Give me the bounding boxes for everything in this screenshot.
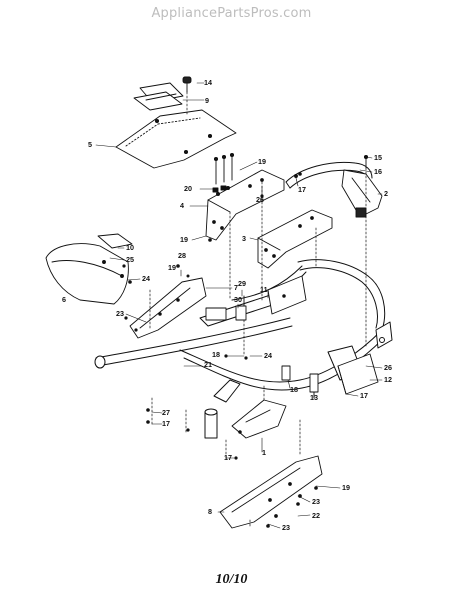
page-number: 10/10: [215, 572, 248, 587]
callout-28: 28: [178, 251, 186, 260]
callout-18: 18: [212, 350, 220, 359]
callout-7: 7: [234, 283, 238, 292]
callout-26: 26: [256, 195, 264, 204]
part-7-rail: [129, 277, 207, 339]
callout-9: 9: [205, 96, 209, 105]
assembly-guide-lines: [149, 91, 367, 529]
callout-14: 14: [204, 78, 212, 87]
part-11-panel: [267, 275, 307, 315]
watermark: AppliancePartsPros.com: [151, 6, 312, 21]
fasteners: [122, 172, 318, 528]
part-20-bolts: [212, 152, 235, 193]
callout-29: 29: [238, 279, 246, 288]
callout-19: 19: [168, 263, 176, 272]
part-4-bracket: [205, 169, 285, 241]
leader-lines: [95, 82, 383, 529]
callout-27: 27: [162, 408, 170, 417]
callout-17: 17: [298, 185, 306, 194]
callout-21: 21: [204, 360, 212, 369]
callout-17: 17: [224, 453, 232, 462]
callout-23: 23: [312, 497, 320, 506]
part-1-deck-plate: [231, 399, 287, 439]
callout-25: 25: [126, 255, 134, 264]
callout-5: 5: [88, 140, 92, 149]
callout-11: 11: [260, 285, 268, 294]
part-5-floor-pan: [115, 109, 237, 169]
part-29-30-brackets: [205, 295, 247, 321]
callout-1: 1: [262, 448, 266, 457]
callout-4: 4: [180, 201, 184, 210]
callout-20: 20: [184, 184, 192, 193]
callout-24: 24: [264, 351, 272, 360]
part-3-bracket: [257, 209, 333, 269]
part-6-cover: [45, 243, 129, 305]
callout-26: 26: [384, 363, 392, 372]
callout-24: 24: [142, 274, 150, 283]
callout-17: 17: [360, 391, 368, 400]
callout-15: 15: [374, 153, 382, 162]
callout-13: 13: [310, 393, 318, 402]
callout-23: 23: [116, 309, 124, 318]
callout-16: 16: [374, 167, 382, 176]
callout-23: 23: [282, 523, 290, 532]
part-12-box: [337, 353, 379, 395]
part-2-bumper: [341, 169, 383, 218]
callout-22: 22: [312, 511, 320, 520]
callout-2: 2: [384, 189, 388, 198]
callout-8: 8: [208, 507, 212, 516]
part-9-seat-pad: [133, 82, 184, 111]
part-14-knob: [182, 76, 192, 93]
callout-19: 19: [342, 483, 350, 492]
callout-10: 10: [126, 243, 134, 252]
part-10-bracket: [97, 233, 133, 249]
callout-6: 6: [62, 295, 66, 304]
callout-17: 17: [162, 419, 170, 428]
callout-19: 19: [258, 157, 266, 166]
callout-12: 12: [384, 375, 392, 384]
callout-18: 18: [290, 385, 298, 394]
callout-19: 19: [180, 235, 188, 244]
part-8-lower-plate: [219, 455, 323, 529]
callout-30: 30: [234, 295, 242, 304]
callout-3: 3: [242, 234, 246, 243]
